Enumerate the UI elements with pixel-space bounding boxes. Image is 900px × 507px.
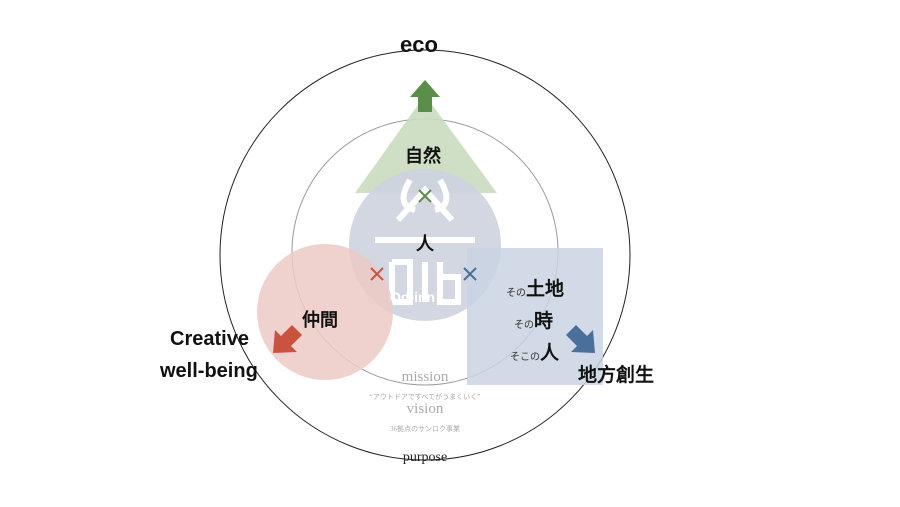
creative-label: Creative — [170, 328, 249, 350]
creative-arrow-icon — [273, 325, 302, 353]
wellbeing-label: well-being — [160, 360, 258, 382]
time-label: 時 — [534, 311, 554, 332]
logo-text: Od-inn — [390, 289, 436, 305]
cross-red-icon — [370, 267, 384, 281]
outer-circle — [219, 49, 631, 461]
people-label: 人 — [540, 343, 560, 364]
sokono: そこの — [510, 352, 540, 363]
mission-text: “アウトドアですべてがうまくいく” — [369, 393, 481, 401]
cross-blue-icon — [463, 267, 477, 281]
mission-label: mission — [401, 369, 449, 385]
eco-label: eco — [400, 32, 438, 57]
nature-triangle — [355, 95, 497, 193]
eco-arrow-icon — [410, 80, 440, 112]
regional-arrow-icon — [566, 325, 595, 353]
logo-circle — [349, 169, 501, 321]
cross-green-icon — [418, 189, 432, 203]
logo-mark — [375, 178, 475, 305]
sono-1: その — [506, 288, 526, 299]
friends-label: 仲間 — [302, 310, 338, 330]
land-label: 土地 — [526, 279, 565, 300]
person-label: 人 — [416, 234, 434, 254]
vision-label: vision — [406, 401, 444, 417]
regional-label: 地方創生 — [578, 365, 655, 386]
sono-2: その — [514, 320, 534, 331]
vision-text: 36拠点のサンロク事業 — [390, 425, 460, 433]
purpose-label: purpose — [402, 450, 448, 465]
regional-rect — [467, 248, 603, 385]
nature-label: 自然 — [405, 146, 441, 166]
